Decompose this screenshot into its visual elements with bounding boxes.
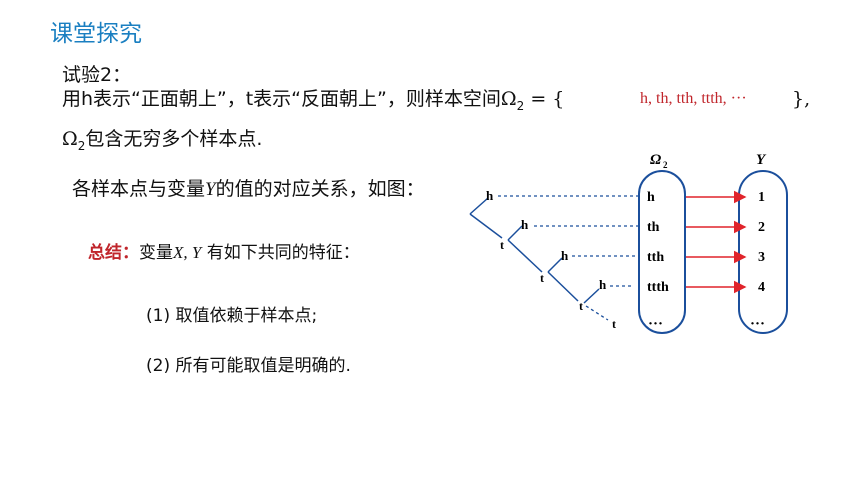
summary-label: 总结： [88, 243, 139, 263]
equals-brace: = { [530, 88, 565, 110]
summary-point-1: (1) 取值依赖于样本点; [146, 306, 318, 326]
tree-node-t-3: t [579, 299, 583, 313]
summary-suffix: 有如下共同的特征： [206, 243, 360, 263]
set-label: Ω 2 [650, 152, 668, 170]
tree-branches [469, 197, 600, 304]
experiment-heading: 试验2： [62, 64, 132, 86]
omega-subscript: 2 [516, 99, 525, 113]
tree-node-t-4: t [612, 317, 616, 331]
tree-node-t-2: t [540, 271, 544, 285]
value-1: 1 [758, 190, 765, 205]
experiment-line-1: 用h表示“正面朝上”，t表示“反面朝上”，则样本空间Ω2 = { [62, 88, 565, 113]
correspondence-diagram: Ω 2 Y h t h t h t h t h th tth ttth ··· … [469, 152, 788, 334]
tree-node-h-3: h [561, 248, 569, 263]
sample-h: h [647, 190, 655, 205]
tree-node-h-2: h [521, 217, 529, 232]
correspondence-prefix: 各样本点与变量 [72, 178, 206, 200]
experiment-line1-prefix: 用h表示“正面朝上”，t表示“反面朝上”，则样本空间 [62, 88, 501, 110]
omega-symbol: Ω [500, 88, 517, 110]
experiment-line-2: Ω2包含无穷多个样本点. [62, 128, 263, 153]
tree-dashed-links [498, 195, 640, 321]
correspondence-intro: 各样本点与变量Y的值的对应关系，如图： [72, 178, 425, 200]
value-4: 4 [758, 280, 765, 295]
value-2: 2 [758, 220, 765, 235]
page-title: 课堂探究 [50, 21, 142, 47]
summary-vars: X, Y [173, 243, 202, 262]
correspondence-var: Y [205, 179, 216, 200]
summary-point-2: (2) 所有可能取值是明确的. [146, 356, 351, 376]
mapping-arrows [686, 190, 747, 294]
sample-tth: tth [647, 250, 664, 265]
summary-prefix: 变量 [139, 243, 173, 263]
sample-ellipsis: ··· [648, 316, 663, 332]
tree-node-h-1: h [486, 188, 494, 203]
sample-ttth: ttth [647, 280, 669, 295]
sample-th: th [647, 220, 660, 235]
correspondence-suffix: 的值的对应关系，如图： [215, 178, 425, 200]
sample-space-capsule [638, 170, 686, 334]
omega-symbol-2: Ω [62, 128, 78, 150]
value-3: 3 [758, 250, 765, 265]
omega-subscript-2: 2 [77, 139, 86, 153]
value-ellipsis: ··· [750, 316, 765, 332]
tree-node-h-4: h [599, 277, 607, 292]
set-label-sub: 2 [663, 160, 668, 170]
experiment-line2-suffix: 包含无穷多个样本点. [85, 128, 263, 150]
summary-heading: 总结：变量X, Y 有如下共同的特征： [88, 244, 360, 262]
tree-node-t-1: t [500, 238, 504, 252]
close-brace: }, [792, 88, 811, 110]
var-label-y: Y [756, 152, 767, 168]
set-label-omega: Ω [650, 152, 661, 168]
sample-space-answer: h, th, tth, ttth, ··· [640, 90, 747, 107]
